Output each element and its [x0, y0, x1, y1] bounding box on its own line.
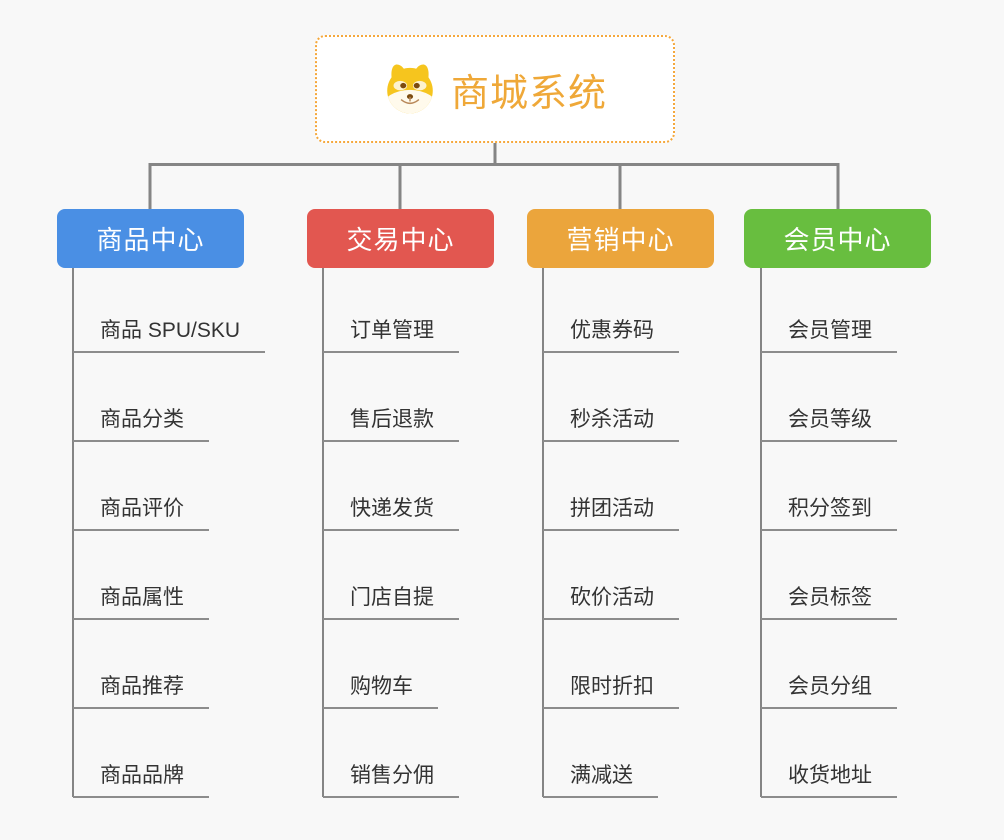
- leaf-node[interactable]: 门店自提: [323, 581, 459, 620]
- leaf-node[interactable]: 销售分佣: [323, 759, 459, 798]
- leaf-column-marketing-center: 优惠券码 秒杀活动 拼团活动 砍价活动 限时折扣 满减送: [543, 264, 783, 798]
- leaf-node[interactable]: 商品推荐: [73, 670, 209, 709]
- leaf-node[interactable]: 拼团活动: [543, 492, 679, 531]
- branch-node-member-center[interactable]: 会员中心: [744, 209, 931, 268]
- leaf-node[interactable]: 收货地址: [761, 759, 897, 798]
- leaf-column-member-center: 会员管理 会员等级 积分签到 会员标签 会员分组 收货地址: [761, 264, 1001, 798]
- leaf-column-trade-center: 订单管理 售后退款 快递发货 门店自提 购物车 销售分佣: [323, 264, 563, 798]
- root-node[interactable]: 商城系统: [315, 35, 675, 143]
- root-title: 商城系统: [450, 72, 607, 115]
- leaf-node[interactable]: 砍价活动: [543, 581, 679, 620]
- leaf-node[interactable]: 商品品牌: [73, 759, 209, 798]
- leaf-node[interactable]: 会员分组: [761, 670, 897, 709]
- shiba-dog-icon: [383, 62, 437, 116]
- branch-node-trade-center[interactable]: 交易中心: [307, 209, 494, 268]
- branch-drop-lines: [148, 163, 840, 209]
- leaf-node[interactable]: 快递发货: [323, 492, 459, 531]
- leaf-node[interactable]: 商品属性: [73, 581, 209, 620]
- branch-node-marketing-center[interactable]: 营销中心: [527, 209, 714, 268]
- leaf-node[interactable]: 优惠券码: [543, 314, 679, 353]
- branch-node-product-center[interactable]: 商品中心: [57, 209, 244, 268]
- leaf-node[interactable]: 会员管理: [761, 314, 897, 353]
- leaf-node[interactable]: 积分签到: [761, 492, 897, 531]
- leaf-node[interactable]: 商品分类: [73, 403, 209, 442]
- leaf-node[interactable]: 商品 SPU/SKU: [73, 314, 266, 353]
- leaf-node[interactable]: 会员等级: [761, 403, 897, 442]
- leaf-node[interactable]: 会员标签: [761, 581, 897, 620]
- leaf-node[interactable]: 限时折扣: [543, 670, 679, 709]
- leaf-node[interactable]: 售后退款: [323, 403, 459, 442]
- leaf-node[interactable]: 购物车: [323, 670, 438, 709]
- leaf-column-product-center: 商品 SPU/SKU 商品分类 商品评价 商品属性 商品推荐 商品品牌: [73, 264, 313, 798]
- leaf-node[interactable]: 订单管理: [323, 314, 459, 353]
- leaf-node[interactable]: 商品评价: [73, 492, 209, 531]
- leaf-node[interactable]: 满减送: [543, 759, 658, 798]
- leaf-node[interactable]: 秒杀活动: [543, 403, 679, 442]
